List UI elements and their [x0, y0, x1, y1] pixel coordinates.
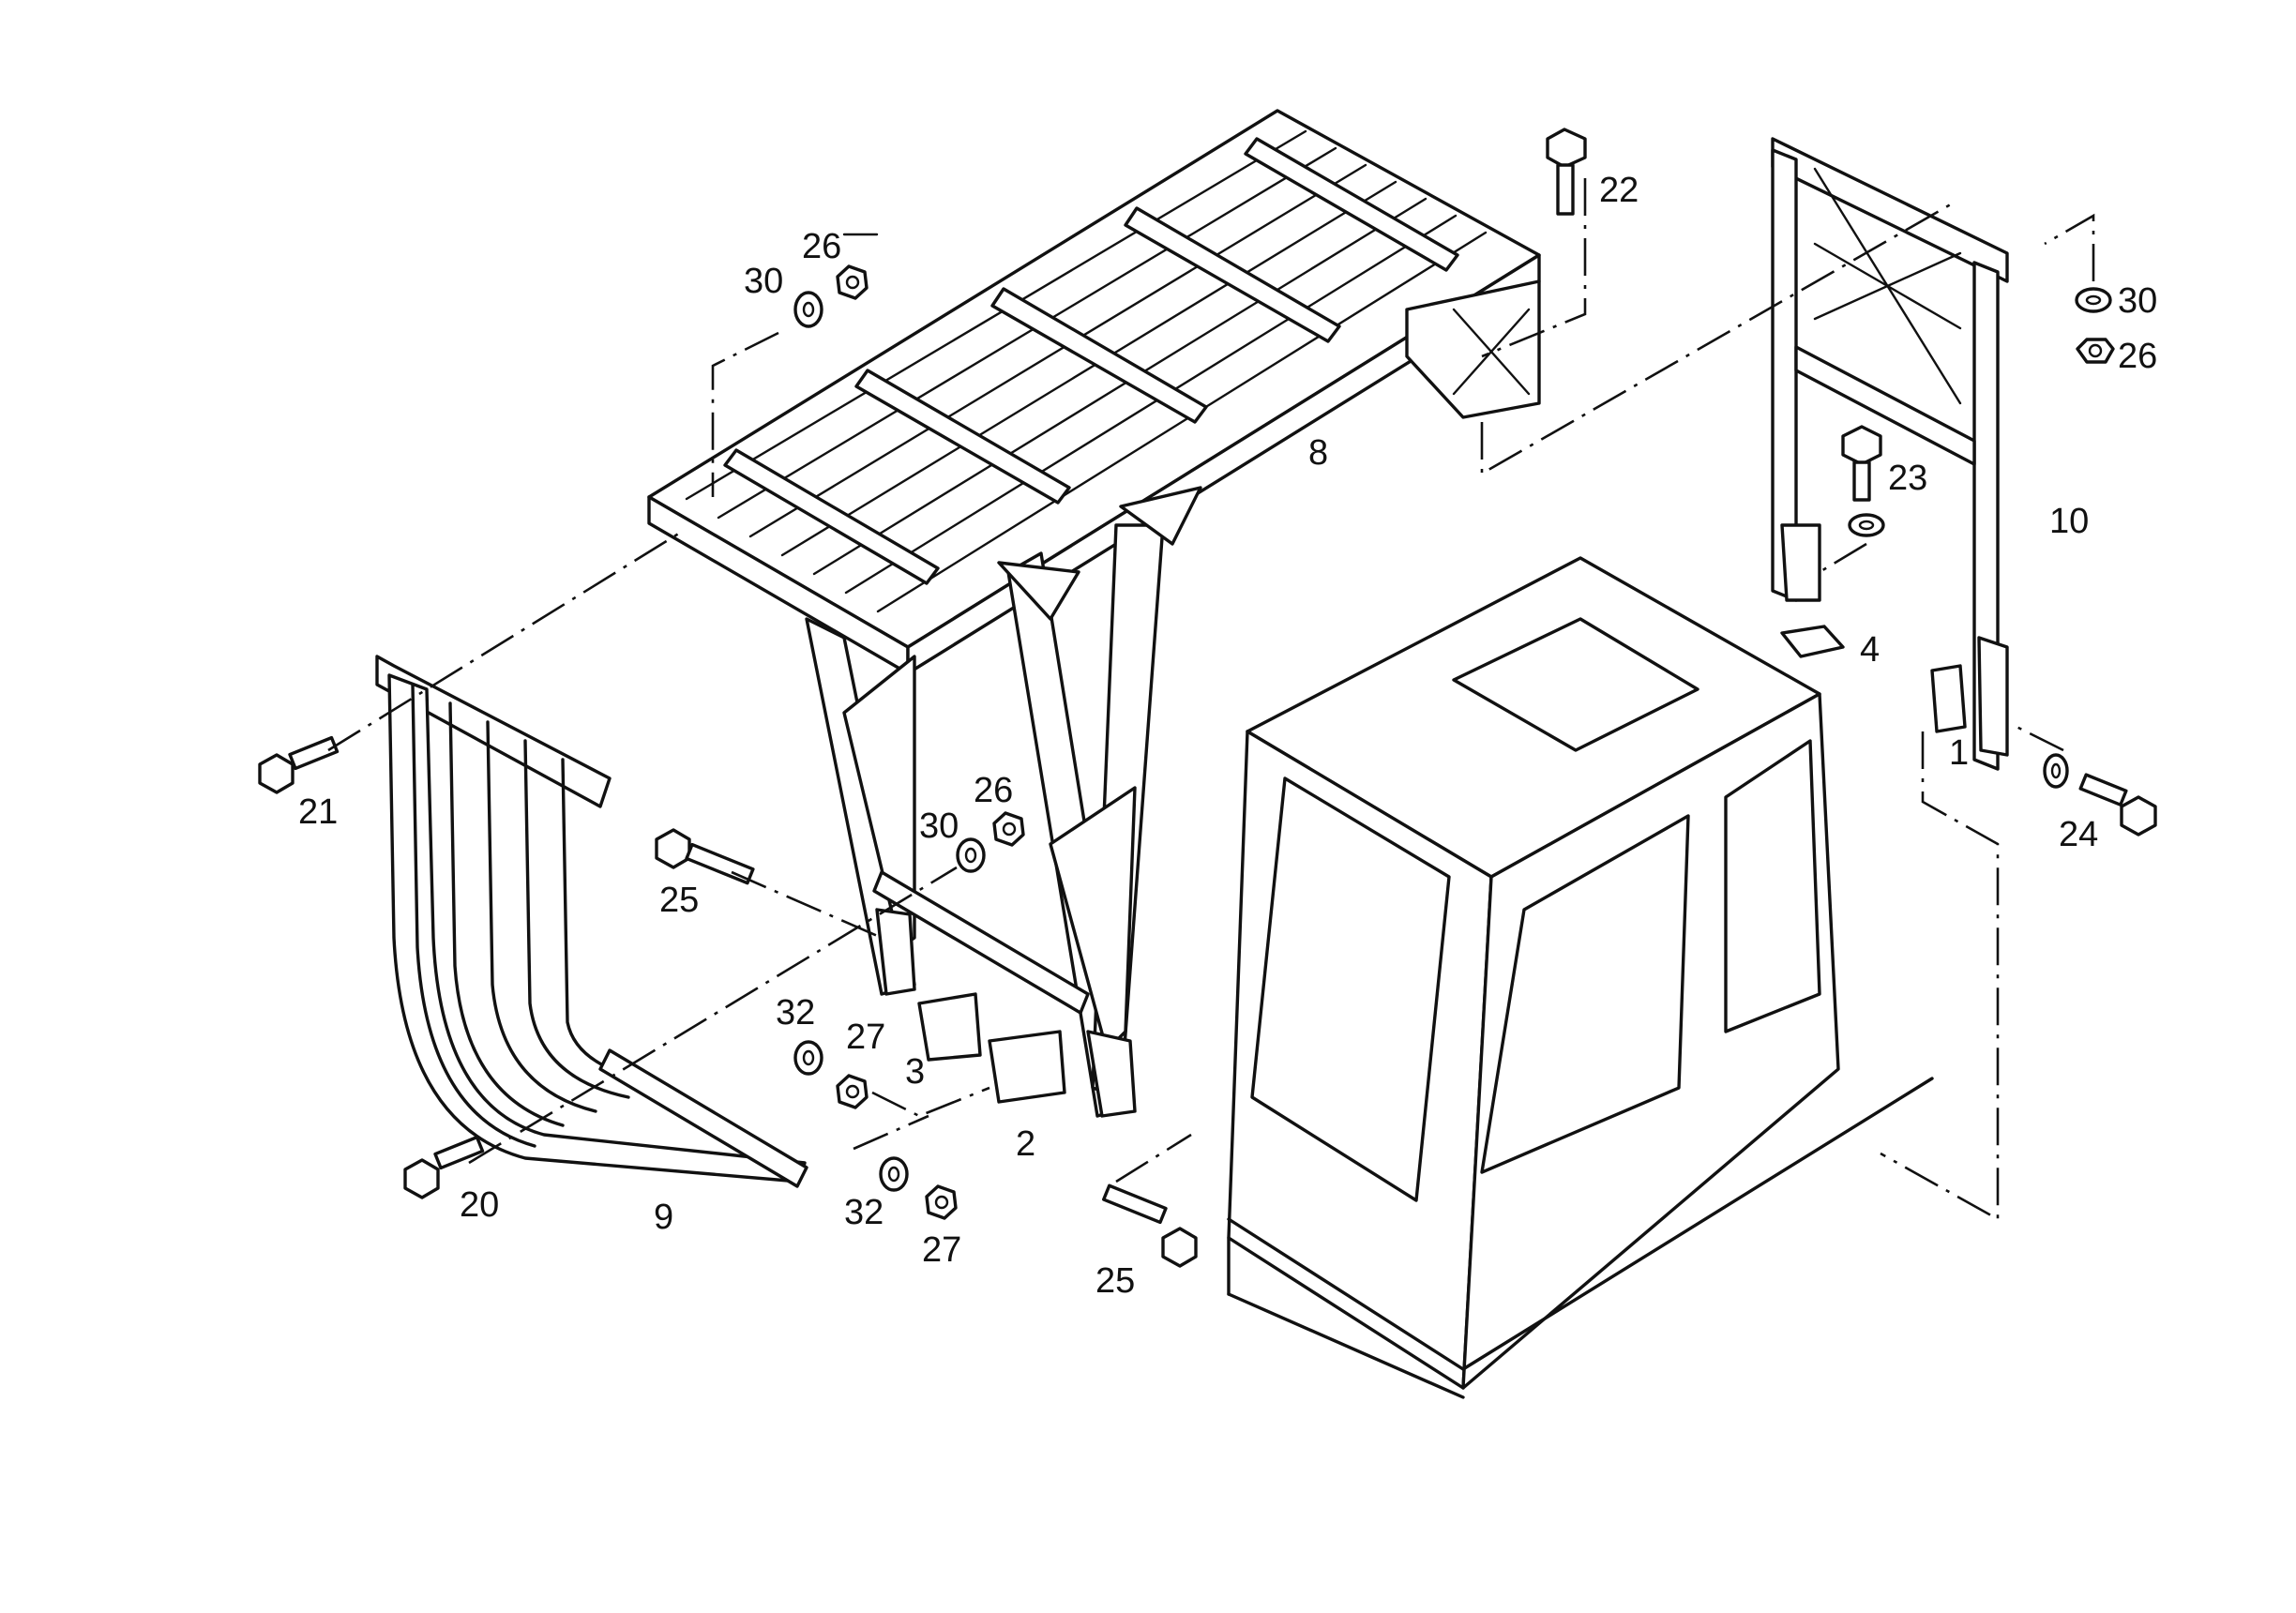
- callout-2: 2: [1016, 1124, 1035, 1164]
- bolt-21: [258, 735, 340, 794]
- callout-26-right: 26: [2118, 337, 2157, 376]
- callout-24: 24: [2059, 815, 2098, 854]
- callout-27-lower: 27: [922, 1230, 961, 1270]
- callout-4: 4: [1860, 630, 1880, 670]
- callouts: 1 2 3 4 8 9 10 20 21 22 23 24 25 25 26 2…: [298, 171, 2157, 1301]
- callout-22: 22: [1599, 171, 1639, 210]
- nut-27-lower: [925, 1184, 958, 1220]
- callout-32-upper: 32: [776, 993, 815, 1033]
- callout-1: 1: [1949, 733, 1969, 773]
- mounting-block-2: [988, 1030, 1066, 1104]
- top-guard-frame: [647, 109, 1541, 1118]
- callout-8: 8: [1308, 433, 1328, 473]
- washer-30-top: [793, 291, 823, 328]
- callout-9: 9: [654, 1198, 673, 1237]
- washer-23: [1848, 513, 1885, 537]
- rear-frame: [1771, 137, 2009, 771]
- callout-26-mid: 26: [974, 771, 1013, 810]
- callout-21: 21: [298, 792, 338, 832]
- front-guard-grille: [375, 655, 808, 1188]
- callout-30-mid: 30: [919, 806, 959, 846]
- mounting-block-1: [1930, 664, 1967, 733]
- bolt-25-lower: [1102, 1183, 1198, 1268]
- callout-3: 3: [905, 1052, 925, 1092]
- washer-30-right: [2075, 287, 2112, 313]
- callout-10: 10: [2049, 502, 2089, 541]
- callout-32-lower: 32: [844, 1193, 884, 1232]
- washer-24: [2043, 753, 2069, 789]
- assembly-lines: [327, 178, 2095, 1222]
- operator-cab: [1227, 556, 1934, 1399]
- bolt-23: [1841, 425, 1882, 502]
- hardware: [258, 128, 2157, 1268]
- nut-26-mid: [992, 811, 1025, 847]
- callout-20: 20: [460, 1185, 499, 1225]
- bolt-24: [2078, 773, 2157, 837]
- washer-30-mid: [956, 837, 986, 873]
- washer-32-upper: [793, 1040, 823, 1076]
- callout-25-upper: 25: [659, 881, 699, 920]
- mounting-plate-4: [1780, 625, 1845, 658]
- callout-25-lower: 25: [1095, 1261, 1135, 1301]
- nut-26-top: [836, 264, 869, 300]
- callout-26-top: 26: [802, 227, 841, 266]
- callout-27-upper: 27: [846, 1018, 885, 1057]
- callout-30-right: 30: [2118, 281, 2157, 321]
- washer-32-lower: [879, 1156, 909, 1192]
- bolt-22: [1546, 128, 1587, 216]
- callout-23: 23: [1888, 459, 1927, 498]
- bolt-20: [403, 1135, 485, 1199]
- nut-27-upper: [836, 1074, 869, 1109]
- callout-30-top: 30: [744, 262, 783, 301]
- nut-26-right: [2076, 338, 2115, 364]
- mounting-block-3: [917, 992, 982, 1062]
